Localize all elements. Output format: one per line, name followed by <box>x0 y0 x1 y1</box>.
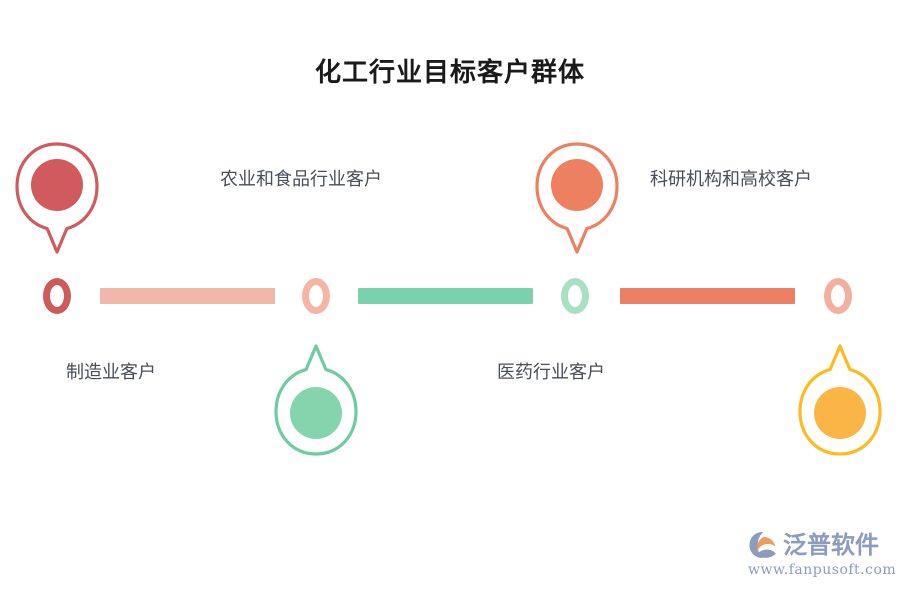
timeline-segment-3 <box>620 288 795 304</box>
timeline-node-4[interactable] <box>817 266 859 326</box>
ring-icon <box>824 278 852 314</box>
fanpu-logo-icon <box>748 530 780 560</box>
marker-pin-research-academy[interactable] <box>529 138 625 258</box>
timeline-axis <box>0 266 900 326</box>
watermark-logo: 泛普软件 www.fanpusoft.com <box>748 528 897 582</box>
timeline-segment-1 <box>100 288 275 304</box>
page-title: 化工行业目标客户群体 <box>314 58 585 88</box>
marker-pin-yellow[interactable] <box>792 340 888 460</box>
timeline-node-2[interactable] <box>295 266 337 326</box>
ring-icon <box>561 278 589 314</box>
logo-url-text: www.fanpusoft.com <box>748 562 897 578</box>
label-pharmaceutical: 医药行业客户 <box>497 362 605 383</box>
label-agriculture-food: 农业和食品行业客户 <box>220 169 382 190</box>
marker-pin-pharmaceutical[interactable] <box>268 340 364 460</box>
ring-icon <box>302 278 330 314</box>
logo-brand-text: 泛普软件 <box>783 531 879 559</box>
label-manufacturing: 制造业客户 <box>66 362 156 383</box>
marker-pin-agriculture-food[interactable] <box>9 138 105 258</box>
timeline-node-1[interactable] <box>36 266 78 326</box>
label-research-academy: 科研机构和高校客户 <box>650 169 812 190</box>
timeline-segment-2 <box>358 288 533 304</box>
timeline-node-3[interactable] <box>554 266 596 326</box>
ring-icon <box>43 278 71 314</box>
